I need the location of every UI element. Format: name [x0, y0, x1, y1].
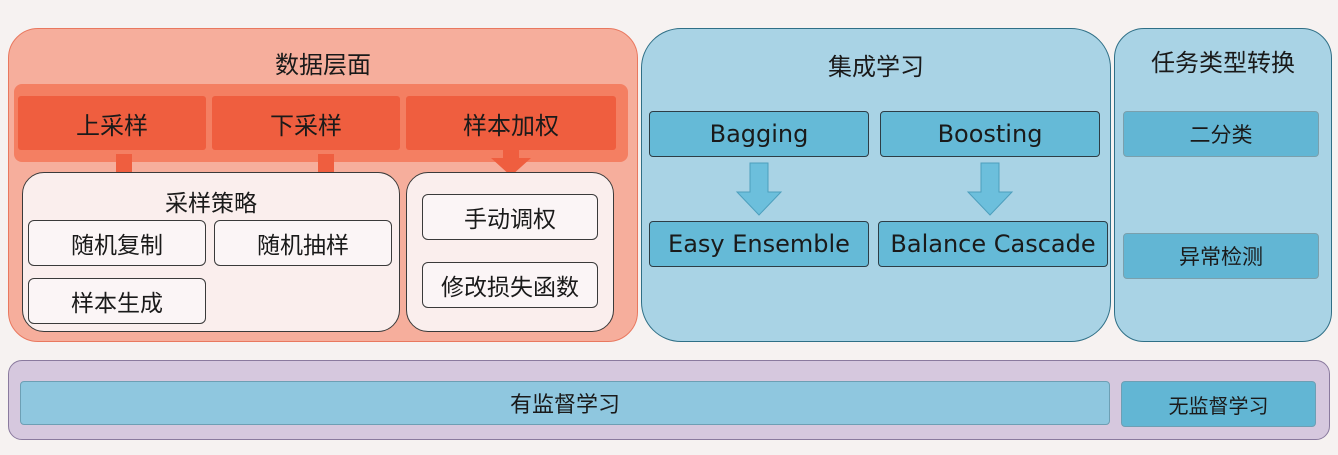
easy-ensemble-button[interactable]: Easy Ensemble [649, 221, 869, 267]
manual-weight-item[interactable]: 手动调权 [422, 194, 598, 240]
random-copy-item[interactable]: 随机复制 [28, 220, 206, 266]
balance-cascade-button[interactable]: Balance Cascade [878, 221, 1108, 267]
task-transform-panel [1114, 28, 1332, 342]
sample-weighting-button[interactable]: 样本加权 [406, 96, 616, 150]
random-sample-item[interactable]: 随机抽样 [214, 220, 392, 266]
boosting-button[interactable]: Boosting [880, 111, 1100, 157]
modify-loss-item[interactable]: 修改损失函数 [422, 262, 598, 308]
task-transform-title: 任务类型转换 [1151, 48, 1295, 77]
ensemble-panel [641, 28, 1111, 342]
sampling-strategy-title: 采样策略 [165, 191, 257, 217]
downsampling-button[interactable]: 下采样 [212, 96, 400, 150]
bagging-button[interactable]: Bagging [649, 111, 869, 157]
anomaly-detection-button[interactable]: 异常检测 [1123, 233, 1319, 279]
upsampling-button[interactable]: 上采样 [18, 96, 206, 150]
binary-classification-button[interactable]: 二分类 [1123, 111, 1319, 157]
unsupervised-learning-bar[interactable]: 无监督学习 [1121, 381, 1316, 427]
arrow-down-icon [491, 150, 531, 176]
data-layer-title: 数据层面 [275, 50, 371, 79]
supervised-learning-bar[interactable]: 有监督学习 [20, 381, 1110, 425]
ensemble-title: 集成学习 [828, 52, 924, 81]
sample-generation-item[interactable]: 样本生成 [28, 278, 206, 324]
